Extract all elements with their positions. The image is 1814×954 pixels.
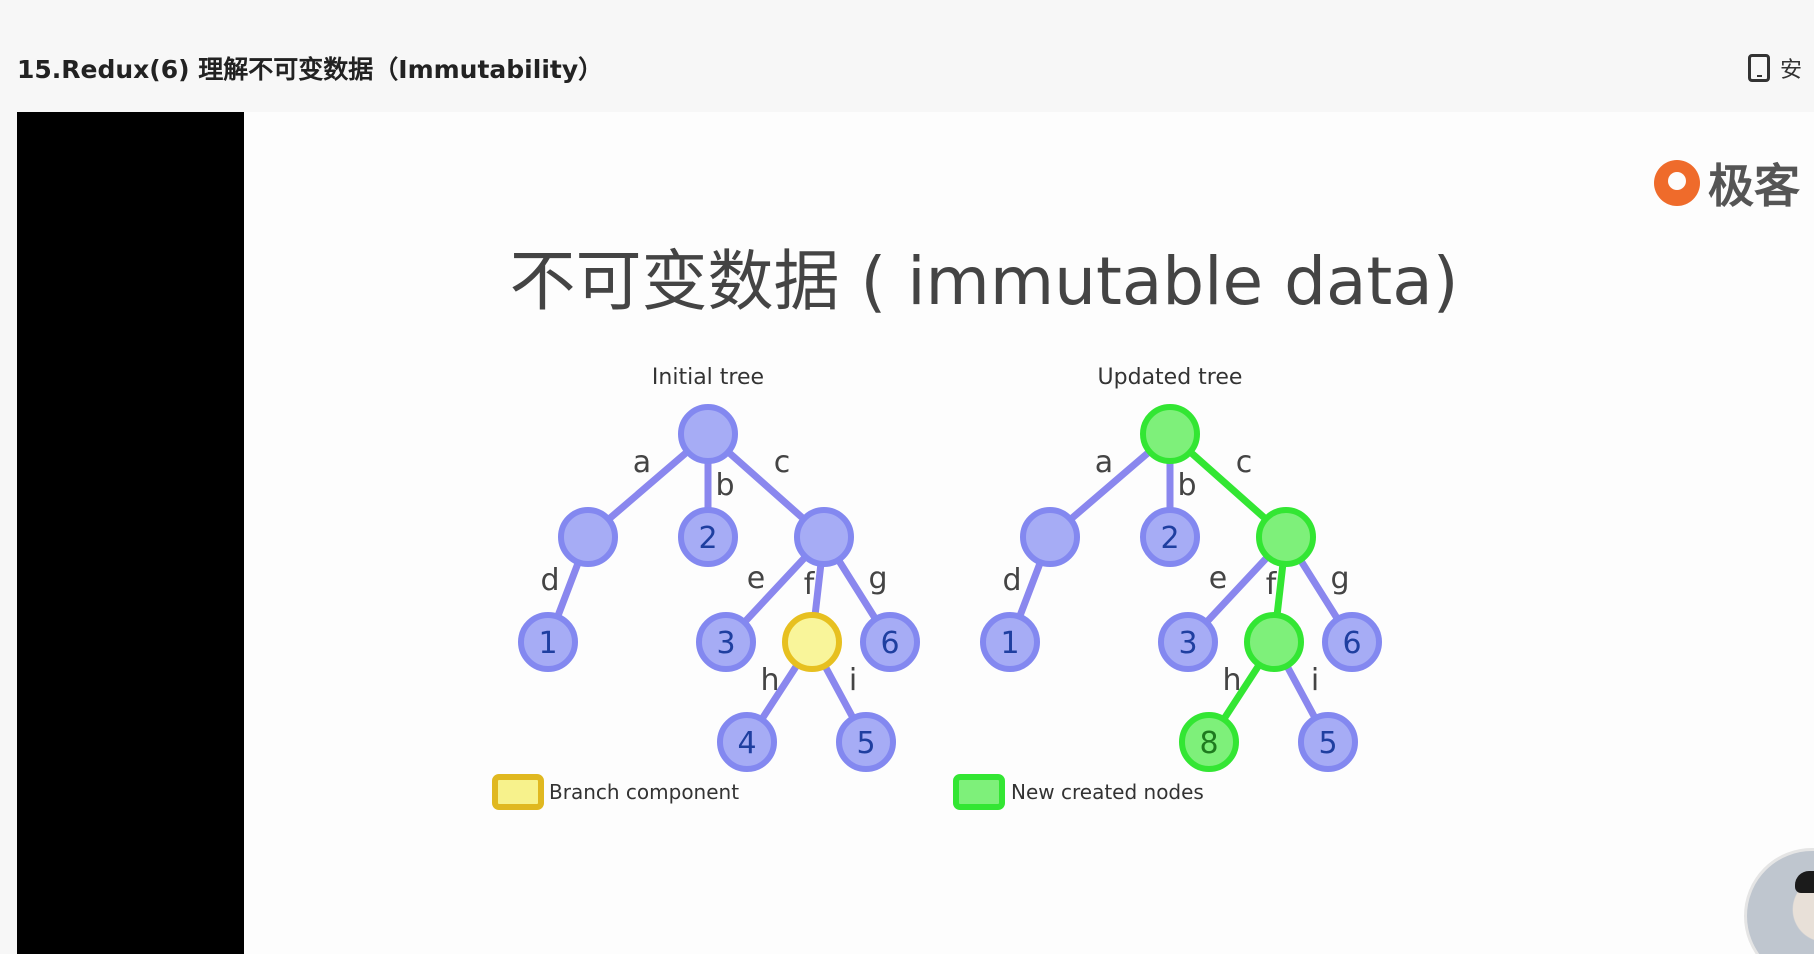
- video-player[interactable]: 极客 不可变数据 ( immutable data) Initial tree: [17, 112, 1814, 954]
- edge-label: g: [1330, 561, 1349, 596]
- node-label: 1: [1000, 626, 1019, 661]
- tree-node: [561, 510, 615, 564]
- tree-node-branch: [785, 615, 839, 669]
- node-label: 5: [1318, 726, 1337, 761]
- node-label: 8: [1199, 726, 1218, 761]
- legend: Branch component New created nodes: [495, 777, 1204, 807]
- tree-node-new: [1247, 615, 1301, 669]
- tree-node: [797, 510, 851, 564]
- edge-label: i: [1311, 663, 1319, 698]
- node-label: 3: [716, 626, 735, 661]
- edge-label: c: [774, 445, 791, 480]
- node-label: 2: [698, 521, 717, 556]
- node-label: 2: [1160, 521, 1179, 556]
- mobile-view-label: 安: [1780, 52, 1802, 84]
- edge-label: b: [1177, 468, 1196, 503]
- edge-label: a: [633, 445, 651, 480]
- tree-title: Updated tree: [1098, 365, 1243, 390]
- edge-label: i: [849, 663, 857, 698]
- edge-label: e: [747, 561, 765, 596]
- legend-swatch-branch: [495, 777, 541, 807]
- node-label: 1: [538, 626, 557, 661]
- edge-label: c: [1236, 445, 1253, 480]
- edge-label: h: [760, 663, 779, 698]
- edge-label: g: [868, 561, 887, 596]
- node-label: 3: [1178, 626, 1197, 661]
- edge-label: f: [804, 567, 816, 602]
- phone-icon: [1748, 54, 1770, 82]
- edge-label: h: [1222, 663, 1241, 698]
- tree-node: [1023, 510, 1077, 564]
- slide-frame: 极客 不可变数据 ( immutable data) Initial tree: [244, 112, 1814, 954]
- node-label: 4: [737, 726, 756, 761]
- edge-label: b: [715, 468, 734, 503]
- tree-node-new-root: [1143, 407, 1197, 461]
- mobile-view-button[interactable]: 安: [1748, 50, 1802, 86]
- edge-label: d: [540, 563, 559, 598]
- tree-node-new: [1259, 510, 1313, 564]
- lesson-title: 15.Redux(6) 理解不可变数据（Immutability）: [17, 50, 603, 86]
- tree-diagram: Initial tree a b c d e: [244, 112, 1814, 954]
- node-label: 6: [880, 626, 899, 661]
- edge-label: d: [1002, 563, 1021, 598]
- legend-swatch-new: [956, 777, 1002, 807]
- tree-node-root: [681, 407, 735, 461]
- initial-tree: Initial tree a b c d e: [521, 365, 917, 769]
- legend-label: New created nodes: [1011, 780, 1204, 804]
- video-letterbox: [17, 112, 244, 954]
- edge-label: f: [1266, 567, 1278, 602]
- edge-label: a: [1095, 445, 1113, 480]
- top-bar: 15.Redux(6) 理解不可变数据（Immutability） 安: [0, 0, 1814, 112]
- tree-title: Initial tree: [652, 365, 764, 390]
- node-label: 6: [1342, 626, 1361, 661]
- updated-tree: Updated tree a b c d e: [983, 365, 1379, 769]
- legend-label: Branch component: [549, 780, 739, 804]
- node-label: 5: [856, 726, 875, 761]
- edge-label: e: [1209, 561, 1227, 596]
